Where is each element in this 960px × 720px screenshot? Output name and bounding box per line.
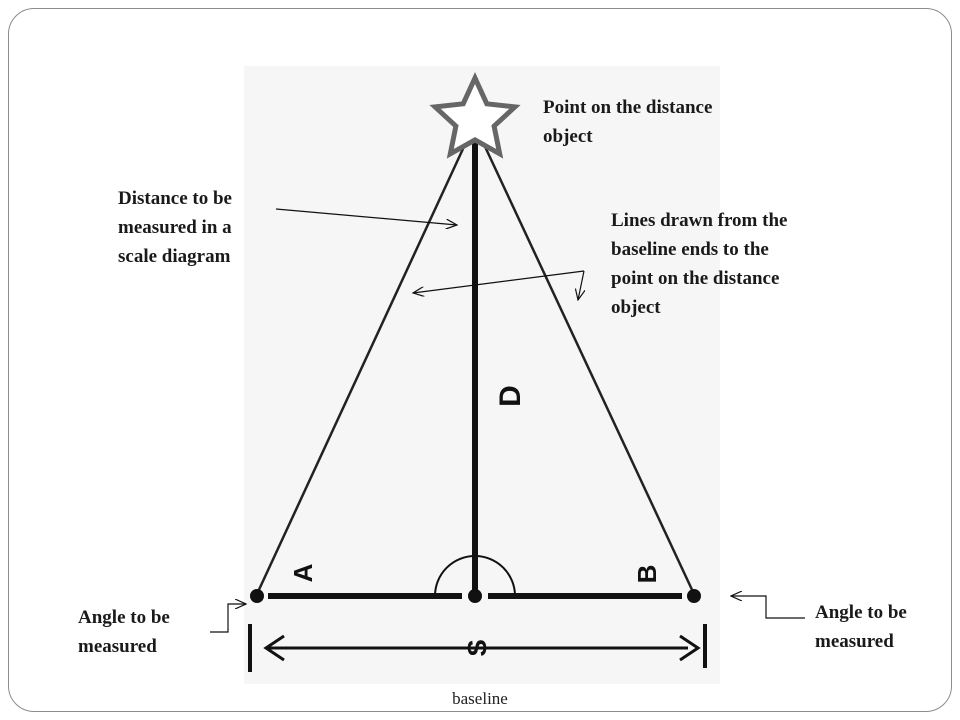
arrow-lines-right bbox=[578, 270, 584, 300]
arrow-angle-left bbox=[210, 604, 246, 633]
baseline-mid-point bbox=[468, 589, 482, 603]
arrow-distance-label bbox=[275, 208, 457, 225]
baseline-end-right bbox=[687, 589, 701, 603]
right-angle-arc bbox=[434, 555, 516, 597]
sight-line-left bbox=[255, 137, 470, 595]
label-distance-measured: Distance to be measured in a scale diagr… bbox=[118, 188, 232, 267]
diagram-background bbox=[244, 66, 720, 684]
label-angle-left: Angle to be measured bbox=[78, 607, 170, 657]
baseline-end-left bbox=[250, 589, 264, 603]
star-icon bbox=[429, 71, 521, 159]
letter-d: D bbox=[494, 385, 527, 407]
caption-baseline: baseline bbox=[452, 689, 508, 708]
label-point-on-object: Point on the distance object bbox=[543, 97, 713, 147]
label-angle-right: Angle to be measured bbox=[815, 602, 907, 652]
letter-s: S bbox=[462, 639, 492, 656]
arrow-lines-left bbox=[413, 270, 585, 293]
baseline-arrowhead-right bbox=[679, 634, 701, 662]
baseline-arrowhead-left bbox=[263, 634, 285, 662]
sight-line-right bbox=[479, 137, 696, 595]
letter-a: A bbox=[288, 563, 318, 582]
letter-b: B bbox=[632, 565, 662, 584]
label-lines-drawn: Lines drawn from the baseline ends to th… bbox=[611, 210, 788, 318]
arrow-angle-right bbox=[731, 596, 805, 619]
